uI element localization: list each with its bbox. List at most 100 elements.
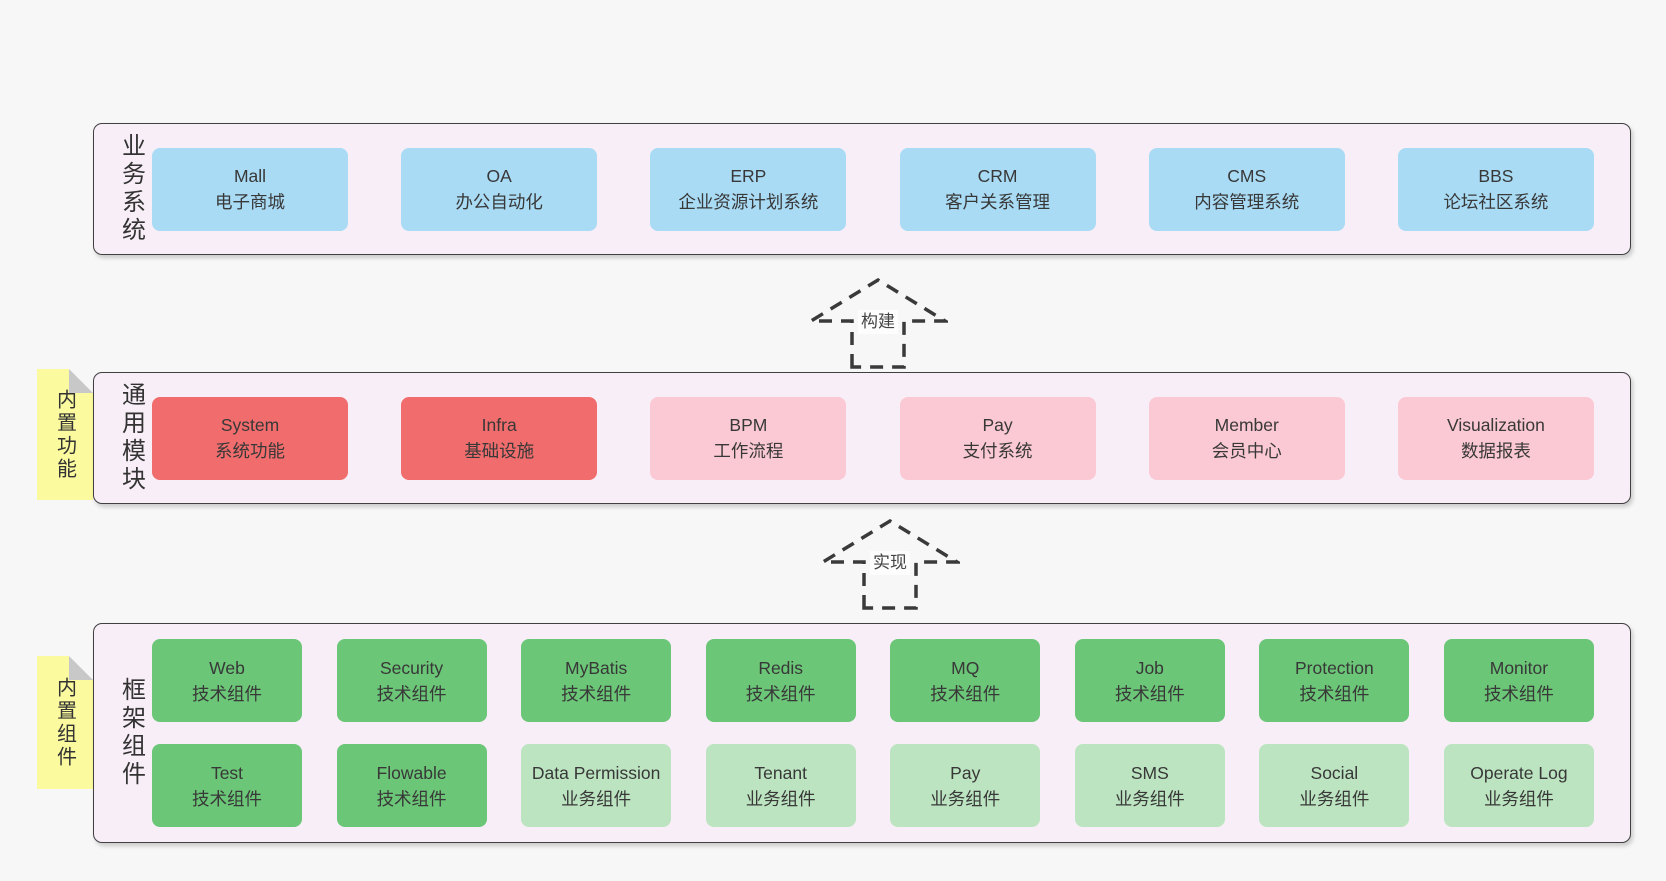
- band-business-label: 业务系统: [117, 133, 145, 245]
- box-mall: Mall 电子商城: [152, 147, 348, 231]
- box-system: System 系统功能: [152, 396, 348, 480]
- band-common-modules: 通用模块 System 系统功能 Infra 基础设施 BPM 工作流程 Pay…: [93, 372, 1631, 504]
- box-subtitle: 业务组件: [930, 788, 1001, 809]
- box-subtitle: 客户关系管理: [945, 192, 1051, 212]
- box-subtitle: 业务组件: [1483, 788, 1554, 809]
- box-subtitle: 技术组件: [1483, 683, 1554, 704]
- box-subtitle: 技术组件: [376, 788, 447, 809]
- box-test: Test 技术组件: [152, 744, 302, 827]
- box-title: Web: [209, 657, 245, 678]
- box-crm: CRM 客户关系管理: [899, 147, 1096, 231]
- box-monitor: Monitor 技术组件: [1443, 639, 1594, 722]
- box-subtitle: 办公自动化: [455, 192, 543, 212]
- box-data-permission: Data Permission 业务组件: [521, 744, 672, 827]
- box-title: Operate Log: [1470, 762, 1568, 783]
- component-row-1: Web 技术组件 Security 技术组件 MyBatis 技术组件 Redi…: [152, 639, 1594, 722]
- box-mybatis: MyBatis 技术组件: [521, 639, 672, 722]
- box-social: Social 业务组件: [1259, 744, 1410, 827]
- box-subtitle: 技术组件: [745, 683, 816, 704]
- box-title: Monitor: [1489, 657, 1549, 678]
- box-title: ERP: [730, 166, 767, 186]
- arrow-up-icon: [820, 518, 960, 610]
- box-infra: Infra 基础设施: [401, 396, 598, 480]
- tag-builtin-features: 内置功能: [37, 369, 93, 500]
- business-boxes: Mall 电子商城 OA 办公自动化 ERP 企业资源计划系统 CRM 客户关系…: [152, 147, 1594, 231]
- box-subtitle: 数据报表: [1460, 441, 1531, 461]
- box-subtitle: 内容管理系统: [1194, 192, 1300, 212]
- component-boxes: Web 技术组件 Security 技术组件 MyBatis 技术组件 Redi…: [152, 639, 1594, 827]
- box-pay: Pay 支付系统: [899, 396, 1096, 480]
- box-title: MyBatis: [565, 657, 628, 678]
- box-oa: OA 办公自动化: [401, 147, 598, 231]
- box-subtitle: 基础设施: [464, 441, 535, 461]
- box-subtitle: 电子商城: [215, 192, 285, 212]
- box-subtitle: 支付系统: [962, 441, 1033, 461]
- box-title: Data Permission: [531, 762, 661, 783]
- box-title: Security: [379, 657, 444, 678]
- box-title: CMS: [1227, 166, 1267, 186]
- box-subtitle: 系统功能: [215, 441, 285, 461]
- box-subtitle: 技术组件: [1299, 683, 1370, 704]
- box-subtitle: 技术组件: [192, 683, 262, 704]
- box-subtitle: 技术组件: [376, 683, 447, 704]
- box-title: Flowable: [376, 762, 447, 783]
- box-erp: ERP 企业资源计划系统: [650, 147, 847, 231]
- box-title: SMS: [1130, 762, 1169, 783]
- box-title: Pay: [982, 415, 1013, 435]
- box-sms: SMS 业务组件: [1074, 744, 1225, 827]
- box-subtitle: 业务组件: [1114, 788, 1185, 809]
- box-title: BBS: [1478, 166, 1514, 186]
- box-title: System: [220, 415, 280, 435]
- box-redis: Redis 技术组件: [705, 639, 856, 722]
- box-subtitle: 技术组件: [1114, 683, 1185, 704]
- box-title: Visualization: [1446, 415, 1545, 435]
- box-flowable: Flowable 技术组件: [336, 744, 487, 827]
- box-title: MQ: [951, 657, 980, 678]
- box-title: Job: [1135, 657, 1164, 678]
- tag-builtin-components: 内置组件: [37, 656, 93, 789]
- box-subtitle: 业务组件: [561, 788, 632, 809]
- box-protection: Protection 技术组件: [1259, 639, 1410, 722]
- box-title: Infra: [481, 415, 517, 435]
- box-title: Mall: [233, 166, 267, 186]
- box-subtitle: 技术组件: [192, 788, 262, 809]
- box-subtitle: 技术组件: [930, 683, 1001, 704]
- box-subtitle: 企业资源计划系统: [678, 192, 819, 212]
- box-member: Member 会员中心: [1148, 396, 1345, 480]
- box-title: Tenant: [754, 762, 807, 783]
- box-title: Member: [1214, 415, 1279, 435]
- box-subtitle: 业务组件: [1299, 788, 1370, 809]
- arrow-build-label: 构建: [858, 310, 898, 334]
- box-subtitle: 工作流程: [713, 441, 784, 461]
- box-operate-log: Operate Log 业务组件: [1443, 744, 1594, 827]
- box-subtitle: 技术组件: [561, 683, 632, 704]
- component-row-2: Test 技术组件 Flowable 技术组件 Data Permission …: [152, 744, 1594, 827]
- box-mq: MQ 技术组件: [890, 639, 1041, 722]
- box-subtitle: 论坛社区系统: [1443, 192, 1549, 212]
- box-subtitle: 业务组件: [745, 788, 816, 809]
- box-web: Web 技术组件: [152, 639, 302, 722]
- box-pay-biz: Pay 业务组件: [890, 744, 1041, 827]
- box-title: Test: [210, 762, 244, 783]
- box-job: Job 技术组件: [1074, 639, 1225, 722]
- box-title: BPM: [729, 415, 768, 435]
- box-subtitle: 会员中心: [1211, 441, 1282, 461]
- box-security: Security 技术组件: [336, 639, 487, 722]
- box-bpm: BPM 工作流程: [650, 396, 847, 480]
- band-modules-label: 通用模块: [117, 382, 145, 494]
- arrow-implement-label: 实现: [870, 551, 910, 575]
- box-title: Protection: [1294, 657, 1374, 678]
- box-title: CRM: [977, 166, 1018, 186]
- box-title: Redis: [758, 657, 804, 678]
- box-title: Social: [1310, 762, 1359, 783]
- arrow-implement: 实现: [820, 518, 960, 610]
- module-boxes: System 系统功能 Infra 基础设施 BPM 工作流程 Pay 支付系统…: [152, 396, 1594, 480]
- arrow-build: 构建: [808, 277, 948, 369]
- band-components-label: 框架组件: [117, 677, 145, 789]
- box-title: OA: [486, 166, 512, 186]
- band-framework-components: 框架组件 Web 技术组件 Security 技术组件 MyBatis 技术组件…: [93, 623, 1631, 843]
- arrow-up-icon: [808, 277, 948, 369]
- box-title: Pay: [950, 762, 981, 783]
- box-bbs: BBS 论坛社区系统: [1397, 147, 1594, 231]
